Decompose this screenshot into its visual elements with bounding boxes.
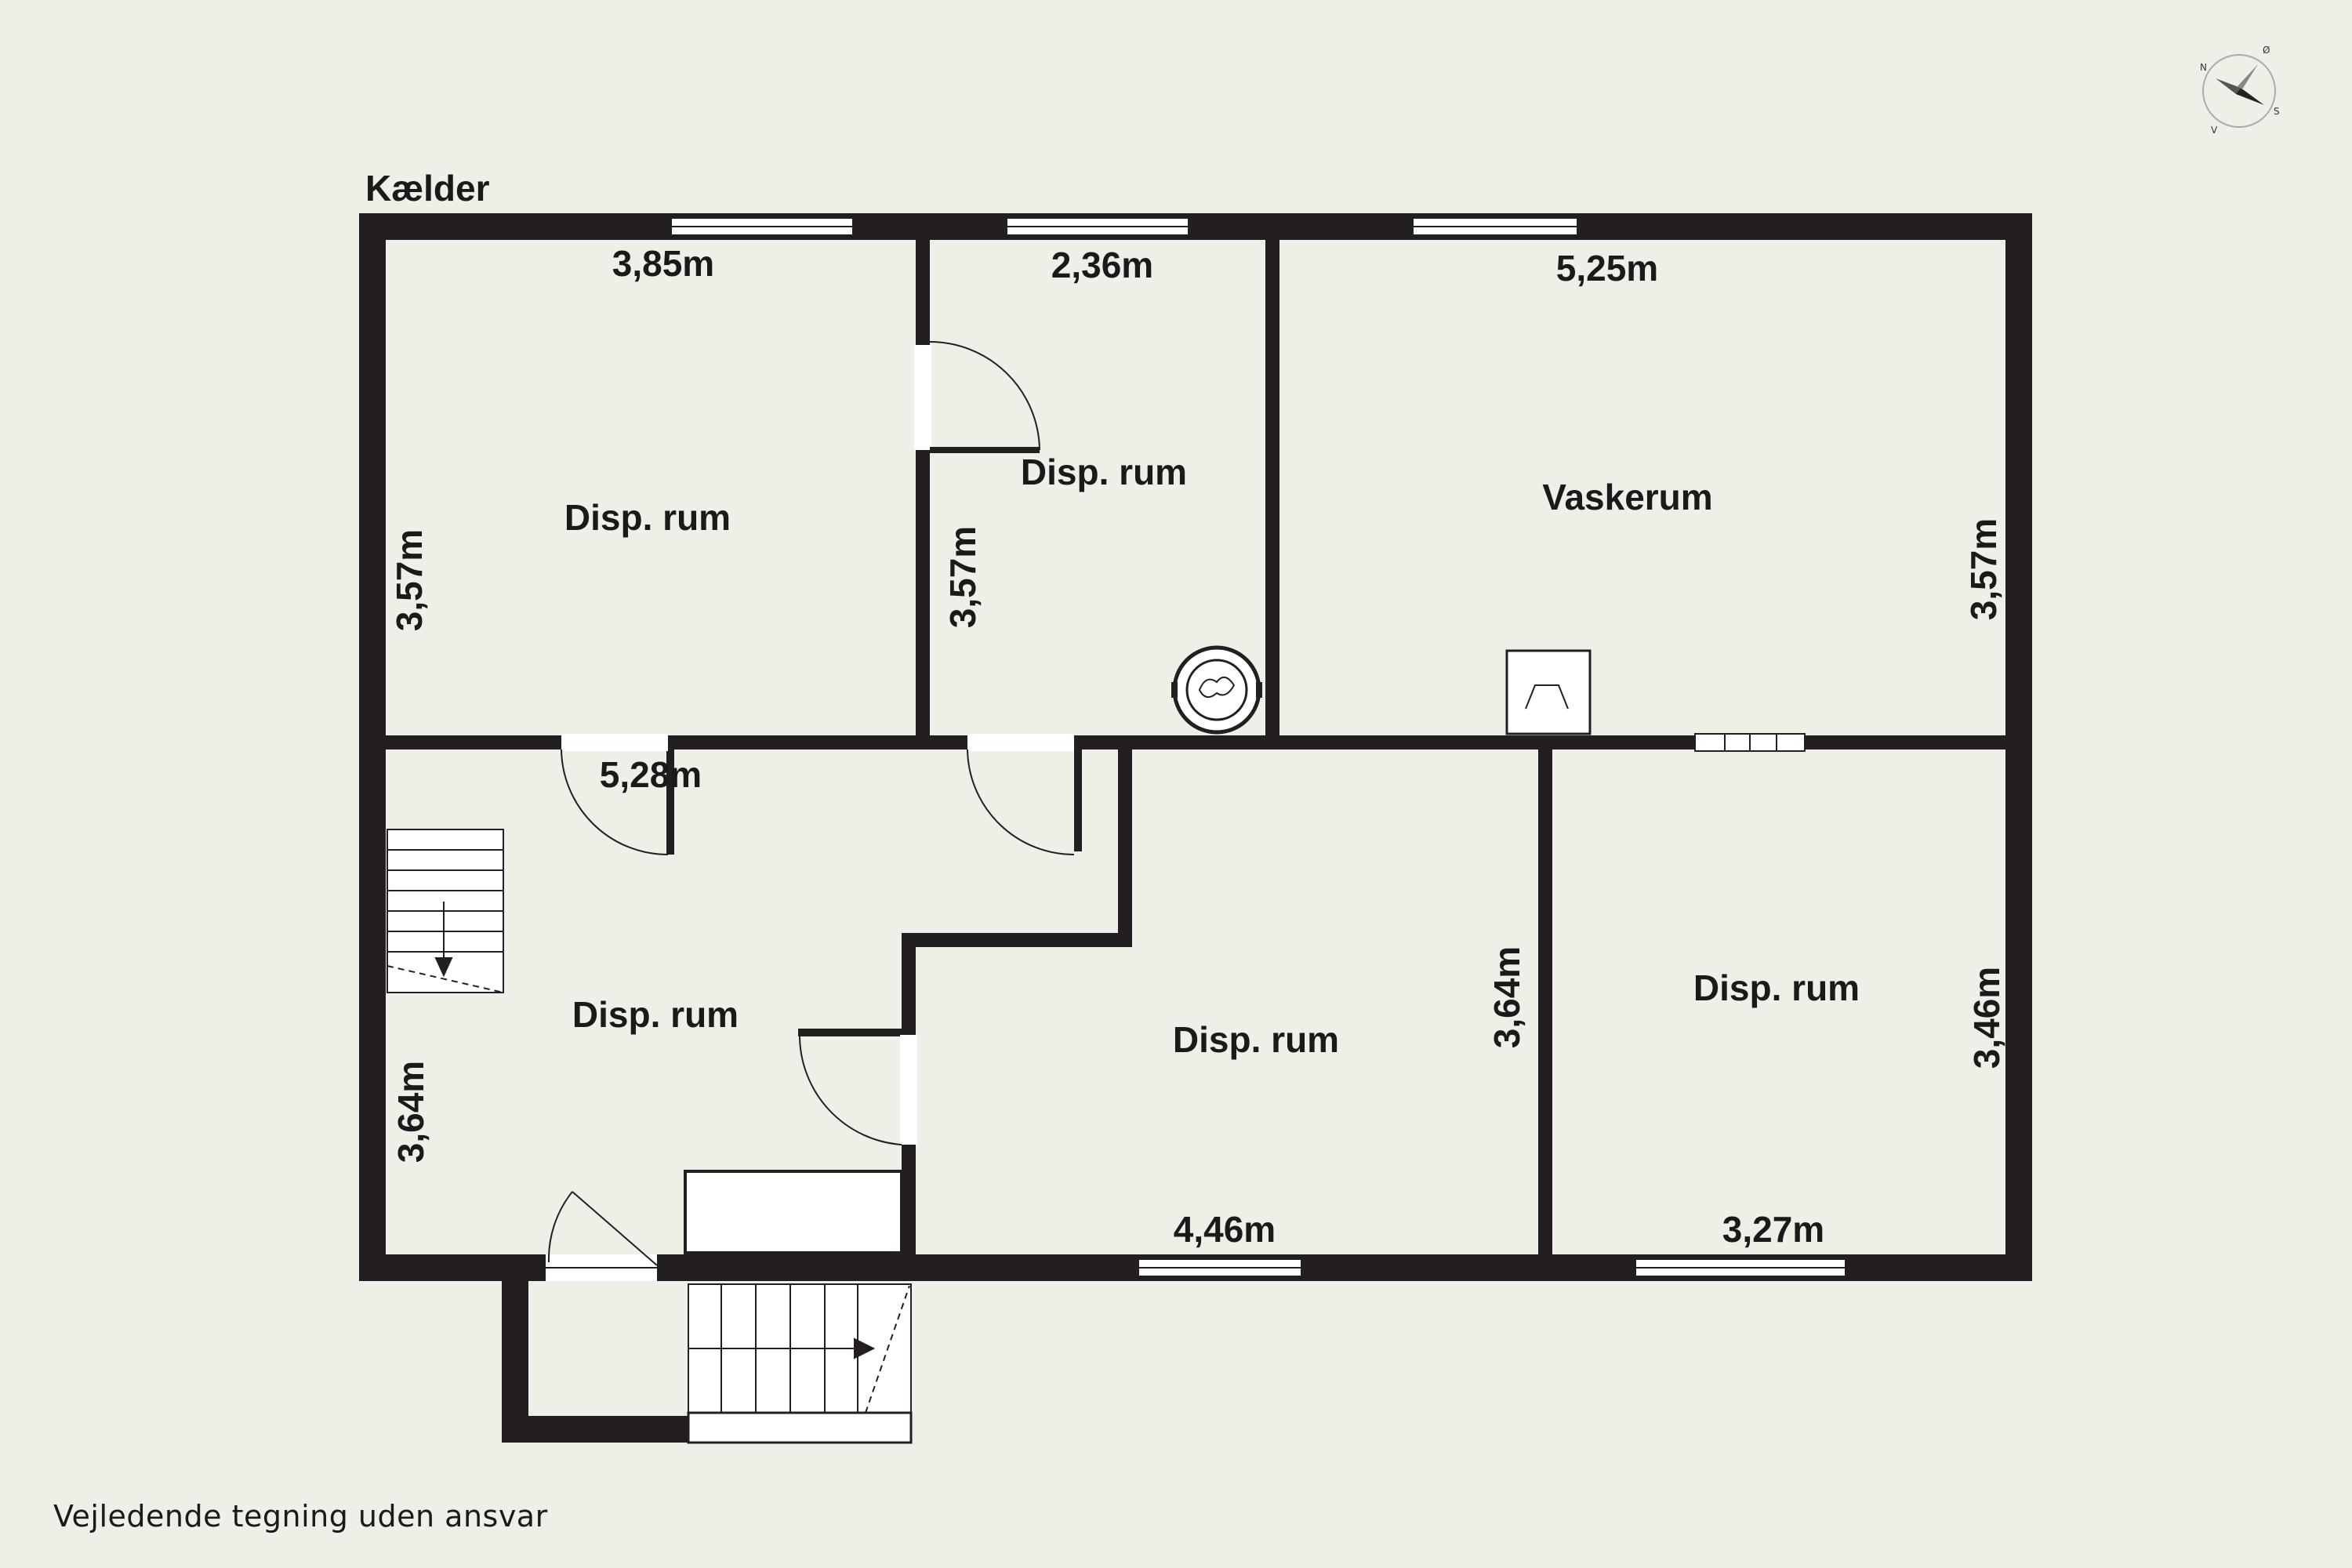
boiler-icon <box>1171 645 1262 735</box>
compass-n: N <box>2200 62 2207 73</box>
wall-vestibule-left <box>502 1281 528 1443</box>
dimension-label: 3,64m <box>1486 946 1527 1048</box>
compass-w: V <box>2211 125 2218 136</box>
room-label: Disp. rum <box>1021 452 1187 492</box>
room-labels: Disp. rum Disp. rum Vaskerum Disp. rum D… <box>564 452 1860 1060</box>
dimension-label: 5,28m <box>600 754 702 795</box>
counter <box>684 1170 903 1254</box>
dimension-label: 3,57m <box>942 526 983 628</box>
dimension-label: 3,27m <box>1722 1209 1824 1250</box>
room-label: Disp. rum <box>1693 967 1860 1008</box>
stairs-interior <box>387 829 504 993</box>
room-label: Vaskerum <box>1542 477 1712 517</box>
wall-door-stub <box>1074 750 1082 851</box>
compass-s: S <box>2274 106 2280 117</box>
dimension-label: 5,25m <box>1556 248 1658 289</box>
room-label: Disp. rum <box>1173 1019 1339 1060</box>
wall-vestibule-bottom <box>502 1416 690 1443</box>
dimension-label: 3,46m <box>1966 967 2007 1069</box>
sink-icon <box>1505 649 1592 735</box>
dimension-label: 3,57m <box>389 529 430 631</box>
wall-step-1 <box>1118 750 1132 941</box>
wall-upper-1 <box>916 240 930 735</box>
dimension-label: 4,46m <box>1174 1209 1276 1250</box>
stairs-exterior <box>687 1283 913 1444</box>
compass-icon: N Ø S V <box>2200 45 2280 136</box>
dimension-label: 3,64m <box>390 1061 431 1163</box>
dimension-label: 2,36m <box>1051 245 1153 285</box>
dimension-label: 3,57m <box>1963 518 2004 620</box>
wall-middle <box>386 735 2005 750</box>
compass-e: Ø <box>2263 45 2270 56</box>
disclaimer-text: Vejledende tegning uden ansvar <box>53 1499 548 1534</box>
doors <box>546 341 1806 1281</box>
wall-stub <box>798 1029 916 1036</box>
wall-step-2 <box>902 933 1132 947</box>
wall-lower-right <box>1538 750 1552 1254</box>
plan-title: Kælder <box>365 168 490 209</box>
wall-right <box>2005 213 2032 1281</box>
room-label: Disp. rum <box>572 994 739 1035</box>
wall-top <box>359 213 2032 240</box>
walls <box>359 213 2032 1443</box>
room-label: Disp. rum <box>564 497 731 538</box>
wall-left <box>359 213 386 1281</box>
windows <box>670 217 1846 1277</box>
dimension-label: 3,85m <box>612 243 714 284</box>
wall-upper-2 <box>1265 240 1279 735</box>
dimension-labels: 3,85m 2,36m 5,25m 3,57m 3,57m 3,57m 5,28… <box>389 243 2007 1250</box>
wall-door-stub-2 <box>666 750 674 855</box>
